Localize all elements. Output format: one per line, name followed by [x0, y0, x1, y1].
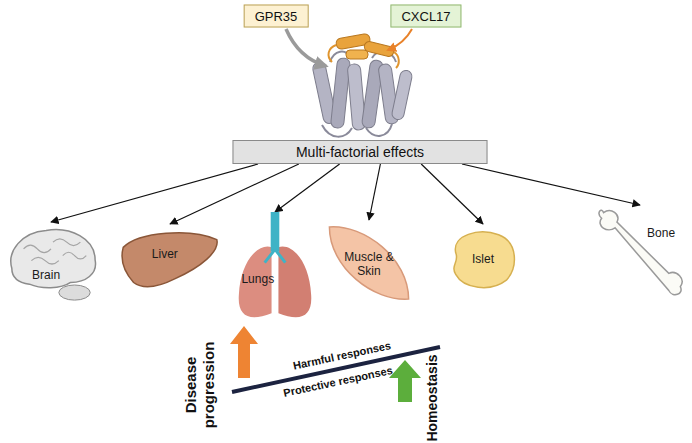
organ-shape: [592, 205, 688, 300]
protein-structure: [312, 33, 413, 137]
ligand-arrow: [286, 29, 326, 66]
axis-label: Homeostasis: [424, 348, 441, 443]
organ-label: Lungs: [241, 273, 274, 287]
ligand-arrow: [388, 29, 412, 50]
bone-organ: Bone: [592, 205, 688, 300]
axis-label: Disease progression: [182, 335, 218, 435]
effects-box: Multi-factorial effects: [233, 140, 488, 164]
box-label: GPR35: [255, 9, 298, 24]
effect-arrow: [462, 164, 640, 205]
box-label: Multi-factorial effects: [246, 144, 475, 160]
effect-arrow: [170, 164, 299, 224]
box-label: CXCL17: [401, 9, 450, 24]
effect-arrow: [51, 164, 258, 222]
up-arrow: [230, 326, 258, 378]
up-arrow: [389, 360, 421, 402]
organ-shape: [2, 222, 100, 306]
balance-seesaw: [230, 326, 440, 402]
muscle-skin-organ: Muscle & Skin: [325, 220, 413, 306]
lungs-organ: Lungs: [232, 212, 318, 322]
organ-label: Islet: [472, 253, 494, 267]
organ-shape: [118, 224, 222, 302]
effect-arrow: [275, 164, 340, 212]
organ-label: Muscle & Skin: [343, 251, 395, 279]
ligand-box: CXCL17: [390, 5, 461, 28]
response-label: Protective responses: [268, 361, 408, 403]
islet-organ: Islet: [444, 224, 522, 296]
organ-label: Brain: [32, 269, 60, 283]
brain-organ: Brain: [2, 222, 100, 306]
organ-shape: [232, 212, 318, 322]
liver-organ: Liver: [118, 224, 222, 302]
organ-label: Bone: [647, 227, 675, 241]
effect-arrow: [369, 164, 380, 220]
receptor-box: GPR35: [244, 5, 309, 28]
effect-arrow: [421, 164, 483, 224]
organ-label: Liver: [152, 248, 178, 262]
